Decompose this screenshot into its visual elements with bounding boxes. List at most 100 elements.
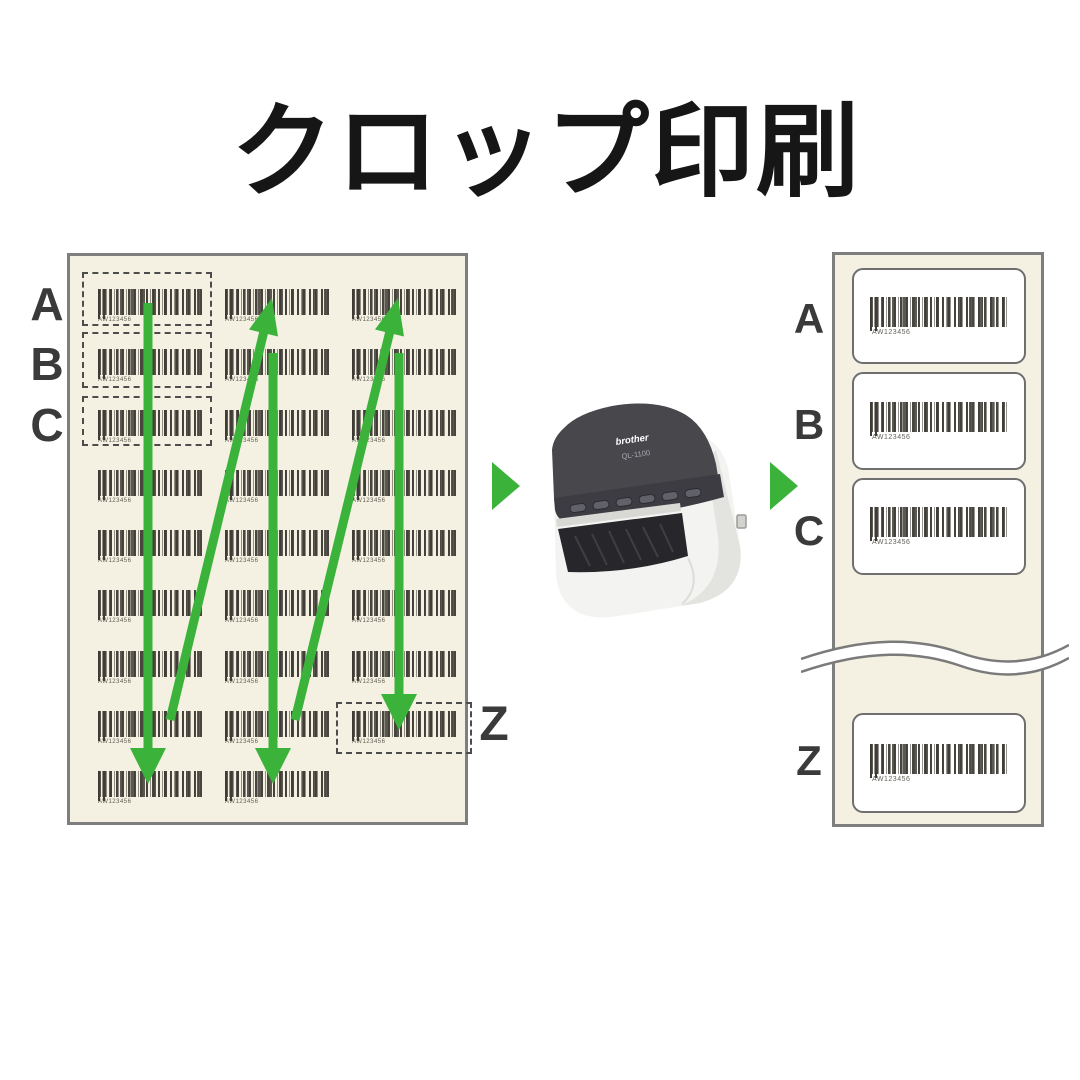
barcode-caption: AW123456 (872, 539, 911, 546)
barcode-bars (225, 530, 329, 560)
barcode-bars (225, 711, 329, 741)
barcode: AW123456 (870, 401, 1008, 441)
barcode-bars (870, 743, 1008, 778)
barcode-bars (225, 410, 329, 440)
barcode: AW123456 (352, 470, 456, 504)
barcode: AW123456 (352, 289, 456, 323)
barcode-caption: AW123456 (98, 558, 132, 564)
barcode-bars (98, 590, 202, 620)
barcode-bars (352, 349, 456, 379)
barcode-caption: AW123456 (352, 438, 386, 444)
barcode-caption: AW123456 (98, 498, 132, 504)
barcode: AW123456 (98, 711, 202, 745)
barcode-caption: AW123456 (98, 799, 132, 805)
barcode: AW123456 (225, 590, 329, 624)
barcode-bars (352, 470, 456, 500)
barcode-bars (225, 771, 329, 801)
barcode-caption: AW123456 (352, 618, 386, 624)
output-label-strip: AW123456 AW123456 AW123456 AW123456 (801, 252, 1069, 827)
barcode: AW123456 (98, 410, 202, 444)
barcode-caption: AW123456 (352, 739, 386, 745)
printer-port (736, 514, 747, 529)
barcode: AW123456 (225, 530, 329, 564)
barcode-caption: AW123456 (352, 377, 386, 383)
barcode-caption: AW123456 (225, 317, 259, 323)
barcode: AW123456 (98, 289, 202, 323)
barcode: AW123456 (225, 771, 329, 805)
barcode: AW123456 (98, 470, 202, 504)
barcode-bars (225, 349, 329, 379)
barcode-caption: AW123456 (225, 799, 259, 805)
barcode: AW123456 (98, 590, 202, 624)
barcode-caption: AW123456 (98, 739, 132, 745)
printed-label-a: AW123456 (852, 268, 1026, 364)
sheet-row-letter-c: C (30, 399, 64, 451)
barcode-bars (352, 590, 456, 620)
barcode: AW123456 (352, 651, 456, 685)
label-printer-icon: brother QL-1100 (552, 403, 747, 618)
barcode-caption: AW123456 (98, 438, 132, 444)
barcode-bars (98, 711, 202, 741)
barcode-bars (98, 470, 202, 500)
barcode-bars (98, 771, 202, 801)
barcode-caption: AW123456 (98, 618, 132, 624)
sheet-row-letter-b: B (30, 338, 64, 390)
barcode: AW123456 (225, 410, 329, 444)
barcode: AW123456 (352, 530, 456, 564)
barcode: AW123456 (98, 651, 202, 685)
barcode-caption: AW123456 (98, 679, 132, 685)
barcode-caption: AW123456 (98, 317, 132, 323)
barcode-caption: AW123456 (225, 739, 259, 745)
barcode-caption: AW123456 (352, 558, 386, 564)
barcode-bars (870, 401, 1008, 436)
barcode-bars (98, 651, 202, 681)
strip-label-letter-b: B (793, 401, 825, 448)
barcode: AW123456 (225, 349, 329, 383)
barcode: AW123456 (98, 349, 202, 383)
barcode: AW123456 (225, 711, 329, 745)
barcode-bars (225, 651, 329, 681)
flow-arrow-right-icon (770, 462, 798, 510)
barcode: AW123456 (352, 711, 456, 745)
strip-break-wave-icon (801, 640, 1069, 676)
barcode-caption: AW123456 (225, 679, 259, 685)
barcode: AW123456 (225, 651, 329, 685)
barcode-bars (352, 410, 456, 440)
barcode-bars (98, 289, 202, 319)
barcode: AW123456 (225, 289, 329, 323)
barcode-bars (98, 530, 202, 560)
barcode-caption: AW123456 (225, 377, 259, 383)
barcode-caption: AW123456 (352, 317, 386, 323)
page-title: クロップ印刷 (231, 94, 861, 209)
printed-label-c: AW123456 (852, 478, 1026, 575)
printed-label-b: AW123456 (852, 372, 1026, 470)
barcode-bars (98, 410, 202, 440)
barcode-bars (352, 530, 456, 560)
barcode-caption: AW123456 (225, 558, 259, 564)
strip-label-letter-c: C (793, 507, 825, 554)
printed-label-z: AW123456 (852, 713, 1026, 813)
barcode-bars (870, 296, 1008, 331)
barcode: AW123456 (870, 296, 1008, 336)
barcode: AW123456 (352, 410, 456, 444)
barcode: AW123456 (352, 349, 456, 383)
barcode: AW123456 (98, 771, 202, 805)
sheet-row-letter-z: Z (479, 698, 509, 751)
printer-model-text: QL-1100 (621, 448, 651, 461)
barcode-caption: AW123456 (872, 775, 911, 783)
strip-label-letter-z: Z (796, 737, 822, 784)
barcode-caption: AW123456 (225, 498, 259, 504)
barcode-bars (225, 590, 329, 620)
barcode-caption: AW123456 (872, 433, 911, 441)
label-printer-illustration: brother QL-1100 (520, 398, 755, 626)
barcode-bars (352, 711, 456, 741)
barcode-caption: AW123456 (98, 377, 132, 383)
barcode-caption: AW123456 (352, 498, 386, 504)
barcode-bars (225, 470, 329, 500)
barcode-bars (98, 349, 202, 379)
barcode-bars (352, 289, 456, 319)
barcode-caption: AW123456 (225, 618, 259, 624)
strip-label-letter-a: A (793, 295, 825, 342)
barcode: AW123456 (225, 470, 329, 504)
